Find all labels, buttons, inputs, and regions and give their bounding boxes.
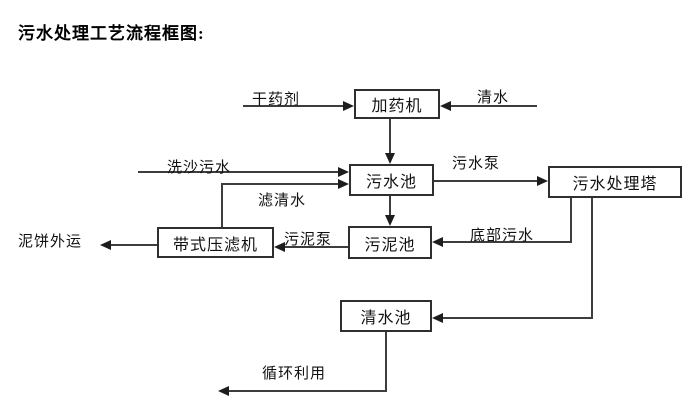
flow-line-tower-to-clean-pool-horizontal <box>441 317 593 319</box>
flow-line-filtered-water-vertical <box>221 183 223 227</box>
arrowhead-sand-washing-into-sewage-pool <box>338 167 349 177</box>
arrowhead-mud-cake-out <box>100 240 111 250</box>
arrowhead-filtered-water-into-sewage-pool <box>338 179 349 189</box>
flow-line-sand-washing <box>138 171 341 173</box>
arrowhead-recycle-use <box>218 386 229 396</box>
node-dosing-machine: 加药机 <box>354 89 440 119</box>
arrowhead-into-belt-filter-press <box>274 242 285 252</box>
label-dry-chemical: 干药剂 <box>252 92 301 108</box>
label-sand-washing-sewage: 洗沙污水 <box>167 160 232 176</box>
arrowhead-into-dosing-right <box>440 101 451 111</box>
flow-line-clean-water <box>449 105 537 107</box>
arrowhead-into-sewage-pool-top <box>385 153 395 164</box>
label-recycle-use: 循环利用 <box>262 366 327 382</box>
flow-line-tower-to-clean-pool-vertical <box>591 198 593 319</box>
arrowhead-bottom-sewage-into-sludge-pool <box>432 237 443 247</box>
flow-line-sewage-pump <box>434 180 539 182</box>
node-belt-filter-press: 带式压滤机 <box>157 227 274 258</box>
arrowhead-into-dosing-left <box>343 101 354 111</box>
flow-line-clean-pool-down <box>385 332 387 391</box>
label-sludge-pump: 污泥泵 <box>284 232 333 248</box>
label-mud-cake-out: 泥饼外运 <box>18 234 83 250</box>
flow-line-dosing-to-sewage-pool <box>389 119 391 155</box>
label-bottom-sewage: 底部污水 <box>470 228 535 244</box>
label-sewage-pump: 污水泵 <box>452 156 501 172</box>
node-sewage-treatment-tower: 污水处理塔 <box>548 166 682 198</box>
arrowhead-into-sludge-pool-top <box>385 215 395 226</box>
flow-line-filtered-water-horizontal <box>221 183 341 185</box>
flow-line-mud-cake-out <box>109 244 157 246</box>
label-filtered-water: 滤清水 <box>258 193 307 209</box>
node-clean-water-pool: 清水池 <box>340 300 432 332</box>
node-sewage-pool: 污水池 <box>349 164 434 196</box>
node-sludge-pool: 污泥池 <box>348 226 432 259</box>
label-clean-water: 清水 <box>477 90 510 106</box>
arrowhead-into-clean-pool <box>432 313 443 323</box>
flow-line-sludge-pump <box>283 246 348 248</box>
arrowhead-into-tower <box>537 176 548 186</box>
flow-line-recycle-use <box>227 390 387 392</box>
flow-line-bottom-sewage-vertical <box>570 198 572 243</box>
page-title: 污水处理工艺流程框图: <box>18 24 205 43</box>
flow-line-sewage-pool-to-sludge-pool <box>389 196 391 217</box>
flow-line-bottom-sewage-horizontal <box>441 241 572 243</box>
flow-line-dry-chemical <box>243 105 345 107</box>
